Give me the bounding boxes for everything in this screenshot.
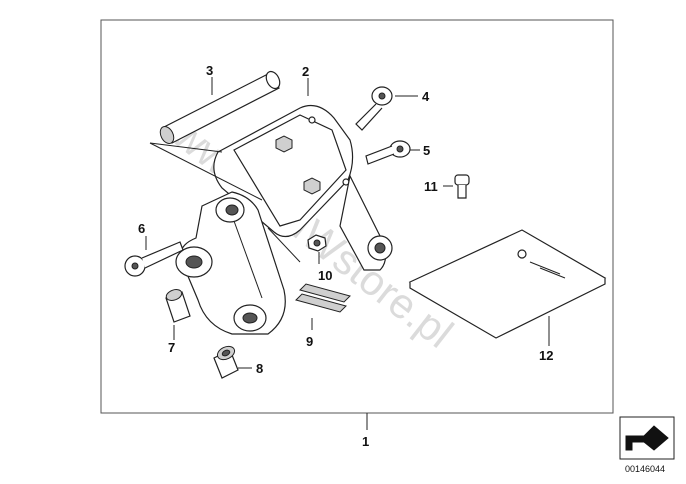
bushing-part-8[interactable] (213, 344, 239, 379)
callout-2: 2 (302, 64, 309, 79)
strips-part-9[interactable] (295, 283, 351, 313)
bolt-part-6[interactable] (124, 241, 184, 277)
callout-8: 8 (256, 361, 263, 376)
callout-6: 6 (138, 221, 145, 236)
callout-5: 5 (423, 143, 430, 158)
callout-9: 9 (306, 334, 313, 349)
callout-1: 1 (362, 434, 369, 449)
rod-part-3[interactable] (158, 69, 283, 145)
leader-lines (145, 77, 550, 430)
nut-part-10[interactable] (307, 234, 327, 252)
callout-7: 7 (168, 340, 175, 355)
image-code: 00146044 (625, 464, 665, 474)
bolt-part-4[interactable] (355, 86, 393, 131)
booklet-part-12[interactable] (408, 229, 607, 339)
callout-10: 10 (318, 268, 332, 283)
bracket-part-2[interactable] (175, 105, 393, 335)
diagram-frame (100, 19, 614, 414)
bolt-part-5[interactable] (365, 140, 411, 165)
screw-part-11[interactable] (454, 174, 470, 199)
callout-11: 11 (424, 179, 438, 194)
callout-3: 3 (206, 63, 213, 78)
callout-12: 12 (539, 348, 553, 363)
callout-4: 4 (422, 89, 430, 104)
view-orientation-icon (619, 416, 675, 460)
spacer-part-7[interactable] (165, 288, 191, 323)
